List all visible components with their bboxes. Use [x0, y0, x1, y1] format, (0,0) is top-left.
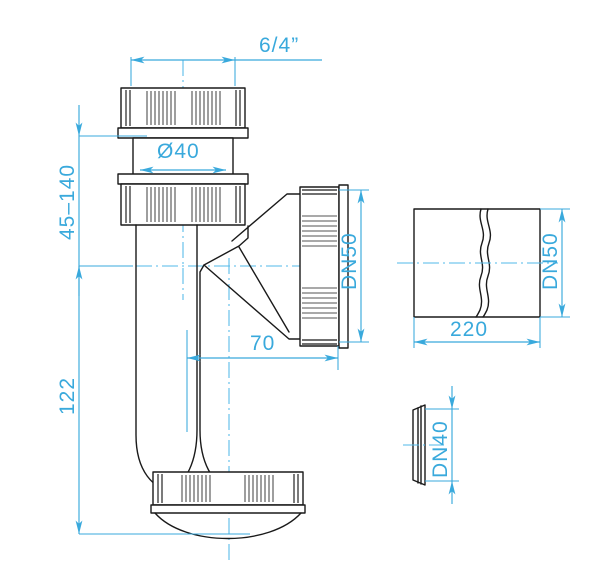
dimension-label-inlet-diameter: Ø40 [157, 140, 200, 163]
dimension-label-outlet-nominal: DN50 [338, 232, 361, 290]
dimension-outlet-nominal: DN50 [338, 189, 369, 343]
upper-cap-nut [117, 87, 249, 139]
dimension-label-pipe-length: 220 [450, 318, 488, 341]
dimension-gasket-nominal: DN40 [425, 386, 459, 504]
dimension-inlet-thread: 6/4” [130, 34, 322, 86]
pipe-view: DN50 220 [397, 208, 570, 348]
bottom-cap-nut [150, 471, 306, 540]
dimension-adjustable-height: 45–140 [56, 105, 147, 296]
dimension-pipe-nominal: DN50 [539, 208, 570, 318]
dn50-outlet-cap [299, 184, 349, 349]
dimension-label-inlet-thread: 6/4” [259, 34, 299, 57]
dimension-label-body-height: 122 [56, 377, 79, 415]
pipe-break-line-b [482, 208, 492, 318]
dimension-label-adjustable-height: 45–140 [56, 164, 79, 240]
dimension-pipe-length: 220 [413, 317, 541, 348]
dn50-cap-knurling [302, 215, 337, 319]
pipe-break-line-a [475, 208, 485, 318]
dimension-label-outlet-offset: 70 [250, 332, 275, 355]
middle-cap-nut [117, 173, 249, 226]
middle-cap-knurling [146, 187, 221, 222]
gasket-view: DN40 [403, 386, 459, 504]
dimension-inlet-diameter: Ø40 [140, 140, 226, 174]
upper-cap-knurling [146, 91, 221, 125]
dimension-label-pipe-nominal: DN50 [539, 232, 562, 290]
bottom-cap-knurling [181, 475, 274, 502]
dimension-body-height: 122 [56, 266, 250, 535]
dimension-label-gasket-nominal: DN40 [429, 420, 452, 478]
main-view-bottle-trap: 6/4” Ø40 45–140 122 70 [56, 34, 369, 560]
dimension-outlet-offset: 70 [186, 330, 339, 432]
